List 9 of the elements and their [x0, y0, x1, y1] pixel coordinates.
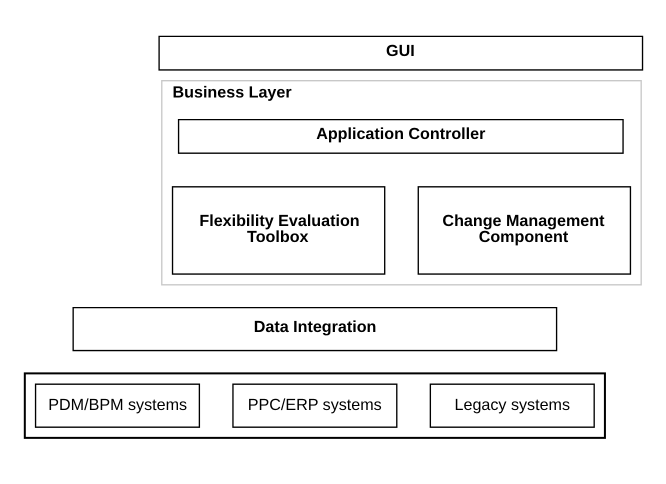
cluster: [24, 372, 606, 438]
node-box: GUI: [158, 35, 644, 70]
node-box: Application Controller: [178, 118, 624, 154]
node-box: PDM/BPM systems: [34, 383, 200, 428]
node-box: Legacy systems: [430, 383, 595, 428]
node-box: Change Management Component: [418, 186, 632, 274]
node-box: Data Integration: [72, 306, 558, 351]
node-box: PPC/ERP systems: [232, 383, 398, 428]
node-box: Flexibility Evaluation Toolbox: [172, 186, 386, 274]
